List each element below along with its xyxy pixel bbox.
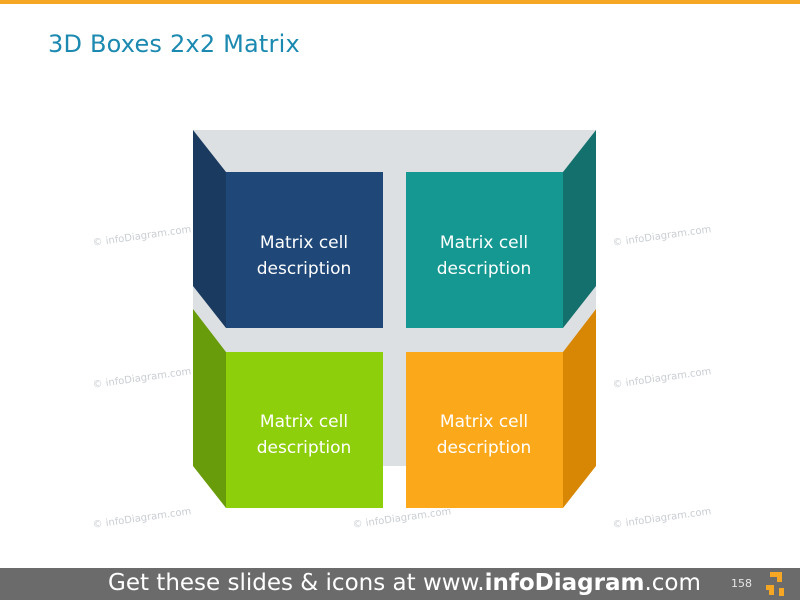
page-number: 158	[731, 577, 752, 590]
cell-label-line: description	[256, 259, 352, 279]
cell-front-top-left	[226, 172, 383, 328]
cell-label-line: Matrix cell	[439, 233, 529, 253]
cell-label-line: description	[436, 438, 532, 458]
cell-side-top-left	[193, 130, 226, 328]
cell-front-top-right	[406, 172, 563, 328]
cell-label-line: Matrix cell	[259, 233, 349, 253]
cell-label-top-left: Matrix cell description	[226, 230, 382, 282]
cell-front-bottom-right	[406, 352, 563, 508]
cell-label-bottom-right: Matrix cell description	[406, 409, 562, 461]
cell-label-line: Matrix cell	[439, 412, 529, 432]
page-title: 3D Boxes 2x2 Matrix	[48, 30, 300, 58]
cell-front-bottom-left	[226, 352, 383, 508]
cell-label-top-right: Matrix cell description	[406, 230, 562, 282]
footer-prefix: Get these slides & icons at www.	[108, 570, 485, 596]
cell-side-bottom-right	[563, 309, 596, 508]
footer-brand: infoDiagram	[484, 570, 645, 596]
footer-suffix: .com	[644, 570, 701, 596]
cell-side-bottom-left	[193, 309, 226, 508]
cell-label-line: description	[256, 438, 352, 458]
footer-promo-link[interactable]: Get these slides & icons at www.infoDiag…	[108, 570, 701, 596]
cell-label-line: description	[436, 259, 532, 279]
cell-side-top-right	[563, 130, 596, 328]
footer-bar: Get these slides & icons at www.infoDiag…	[0, 568, 800, 600]
cell-label-line: Matrix cell	[259, 412, 349, 432]
cell-label-bottom-left: Matrix cell description	[226, 409, 382, 461]
top-accent-bar	[0, 0, 800, 4]
brand-logo-icon	[766, 572, 784, 596]
